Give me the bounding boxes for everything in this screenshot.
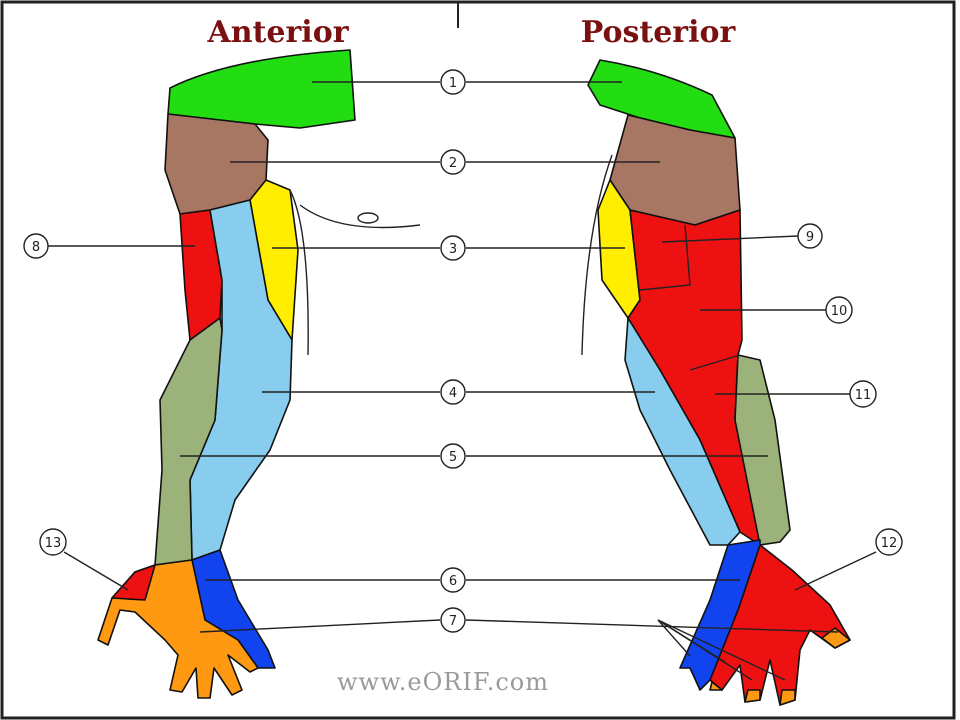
leader-lines: [48, 81, 877, 681]
title-posterior: Posterior: [581, 15, 737, 50]
marker-3: 3: [440, 235, 466, 261]
anterior-region-olive: [154, 317, 223, 566]
watermark: www.eORIF.com: [337, 668, 549, 696]
marker-6-label: 6: [449, 574, 457, 589]
posterior-inner-line-10: [689, 354, 741, 371]
posterior-region-light-blue: [624, 317, 741, 546]
marker-7: 7: [440, 607, 466, 633]
marker-9-label: 9: [806, 230, 814, 245]
marker-9: 9: [797, 223, 823, 249]
marker-4: 4: [440, 379, 466, 405]
marker-2: 2: [440, 149, 466, 175]
marker-11: 11: [849, 380, 877, 408]
marker-8: 8: [23, 233, 49, 259]
marker-10: 10: [825, 296, 853, 324]
marker-8-label: 8: [32, 240, 40, 255]
posterior-arm: [581, 59, 851, 706]
marker-5: 5: [440, 443, 466, 469]
marker-10-label: 10: [831, 304, 848, 319]
posterior-inner-line-9: [639, 224, 691, 291]
marker-4-label: 4: [449, 386, 457, 401]
marker-7-label: 7: [449, 614, 457, 629]
posterior-region-olive: [734, 354, 791, 546]
marker-13-label: 13: [45, 536, 62, 551]
anterior-region-red-thumb: [111, 564, 156, 601]
nipple-marker: [357, 212, 379, 224]
marker-12-label: 12: [881, 536, 898, 551]
posterior-region-orange-tips: [709, 627, 851, 706]
marker-1-label: 1: [449, 76, 457, 91]
anterior-torso-line: [289, 189, 309, 356]
posterior-torso-line: [581, 154, 613, 356]
marker-1: 1: [440, 69, 466, 95]
anterior-chest-curve: [299, 204, 421, 229]
marker-11-label: 11: [855, 388, 872, 403]
marker-2-label: 2: [449, 156, 457, 171]
anterior-region-green: [167, 49, 356, 129]
marker-13: 13: [39, 528, 67, 556]
marker-12: 12: [875, 528, 903, 556]
title-anterior: Anterior: [206, 15, 349, 50]
posterior-region-blue: [679, 539, 761, 691]
marker-3-label: 3: [449, 242, 457, 257]
marker-6: 6: [440, 567, 466, 593]
marker-5-label: 5: [449, 450, 457, 465]
anterior-arm: [97, 49, 421, 699]
